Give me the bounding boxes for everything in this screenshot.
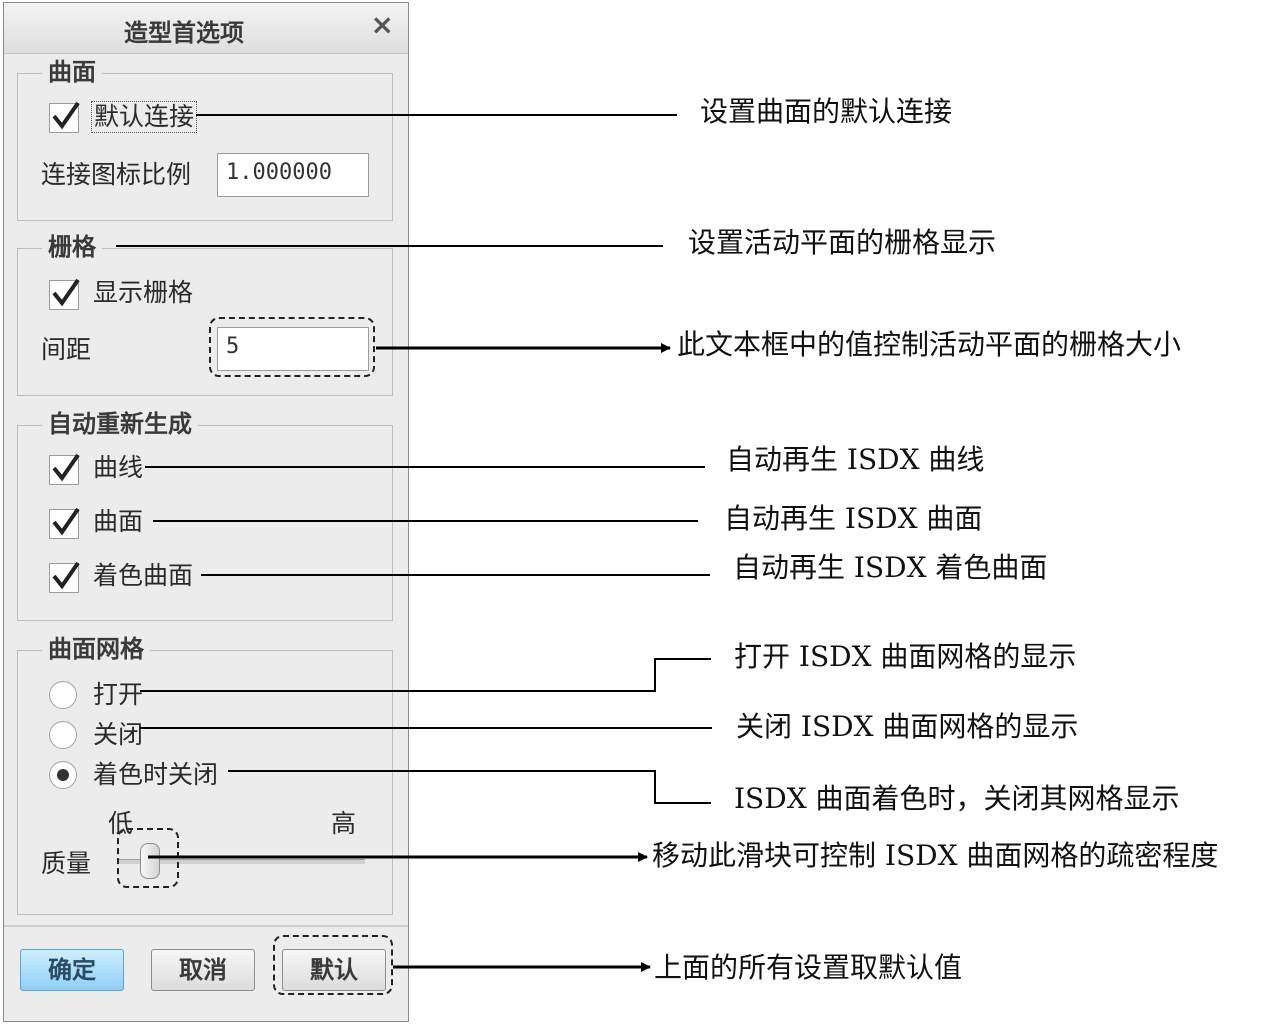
auto-regen-group [17, 425, 393, 621]
grid-group [17, 248, 393, 396]
mesh-off-shaded-label: 着色时关闭 [93, 760, 219, 789]
quality-slider-track[interactable] [117, 859, 365, 864]
checkmark-icon [52, 453, 80, 482]
mesh-off-label: 关闭 [93, 720, 144, 749]
quality-slider-thumb[interactable] [139, 843, 160, 879]
surface-mesh-group [17, 650, 393, 915]
default-button-highlight [273, 935, 393, 995]
surface-group-legend: 曲面 [42, 58, 102, 86]
checkmark-icon [52, 507, 80, 536]
surface-mesh-group-legend: 曲面网格 [42, 635, 150, 663]
spacing-input[interactable]: 5 [217, 327, 369, 371]
mesh-off-shaded-radio[interactable] [49, 761, 77, 789]
annotation-mesh-off-shaded: ISDX 曲面着色时，关闭其网格显示 [734, 782, 1180, 815]
grid-group-legend: 栅格 [42, 233, 102, 261]
default-connection-label[interactable]: 默认连接 [91, 101, 198, 133]
radio-selected-dot [57, 769, 69, 781]
regen-surfaces-checkbox[interactable] [49, 507, 80, 539]
close-icon[interactable]: × [370, 8, 394, 41]
title-bar: 造型首选项 × [4, 3, 408, 54]
annotation-quality-slider: 移动此滑块可控制 ISDX 曲面网格的疏密程度 [652, 839, 1219, 872]
annotation-mesh-off: 关闭 ISDX 曲面网格的显示 [736, 710, 1079, 743]
annotation-grid: 设置活动平面的栅格显示 [688, 226, 997, 259]
icon-scale-label: 连接图标比例 [41, 160, 192, 189]
surface-group [17, 73, 393, 221]
mesh-off-radio[interactable] [49, 721, 77, 749]
regen-curves-checkbox[interactable] [49, 453, 80, 485]
icon-scale-input[interactable]: 1.000000 [217, 153, 369, 197]
quality-label: 质量 [41, 849, 92, 878]
spacing-label: 间距 [41, 335, 92, 364]
default-connection-checkbox[interactable] [49, 101, 80, 133]
annotation-regen-curves: 自动再生 ISDX 曲线 [726, 443, 985, 476]
show-grid-label: 显示栅格 [93, 278, 194, 307]
dialog-title: 造型首选项 [124, 19, 244, 47]
spacing-highlight [209, 317, 375, 377]
auto-regen-group-legend: 自动重新生成 [42, 410, 198, 438]
annotation-spacing: 此文本框中的值控制活动平面的栅格大小 [677, 328, 1182, 361]
checkmark-icon [52, 561, 80, 590]
annotation-regen-surfaces: 自动再生 ISDX 曲面 [724, 502, 983, 535]
annotation-regen-shaded: 自动再生 ISDX 着色曲面 [733, 551, 1048, 584]
leader-mesh-off-shaded [228, 770, 711, 804]
ok-button[interactable]: 确定 [20, 949, 124, 991]
regen-surfaces-label: 曲面 [93, 507, 144, 536]
regen-curves-label: 曲线 [93, 453, 144, 482]
regen-shaded-label: 着色曲面 [93, 561, 194, 590]
annotation-default-connection: 设置曲面的默认连接 [700, 95, 953, 128]
default-button[interactable]: 默认 [282, 949, 386, 991]
mesh-on-radio[interactable] [49, 681, 77, 709]
show-grid-checkbox[interactable] [49, 278, 80, 310]
mesh-on-label: 打开 [93, 680, 144, 709]
button-separator [4, 925, 408, 927]
annotation-default-button: 上面的所有设置取默认值 [654, 951, 963, 984]
checkmark-icon [52, 278, 80, 307]
leader-mesh-on [140, 658, 711, 692]
checkmark-icon [52, 101, 80, 130]
preferences-dialog: 造型首选项 × 曲面 默认连接 连接图标比例 1.000000 栅格 显示栅格 … [3, 2, 409, 1022]
quality-high-label: 高 [331, 809, 357, 838]
cancel-button[interactable]: 取消 [151, 949, 255, 991]
annotation-mesh-on: 打开 ISDX 曲面网格的显示 [734, 640, 1077, 673]
regen-shaded-checkbox[interactable] [49, 561, 80, 593]
